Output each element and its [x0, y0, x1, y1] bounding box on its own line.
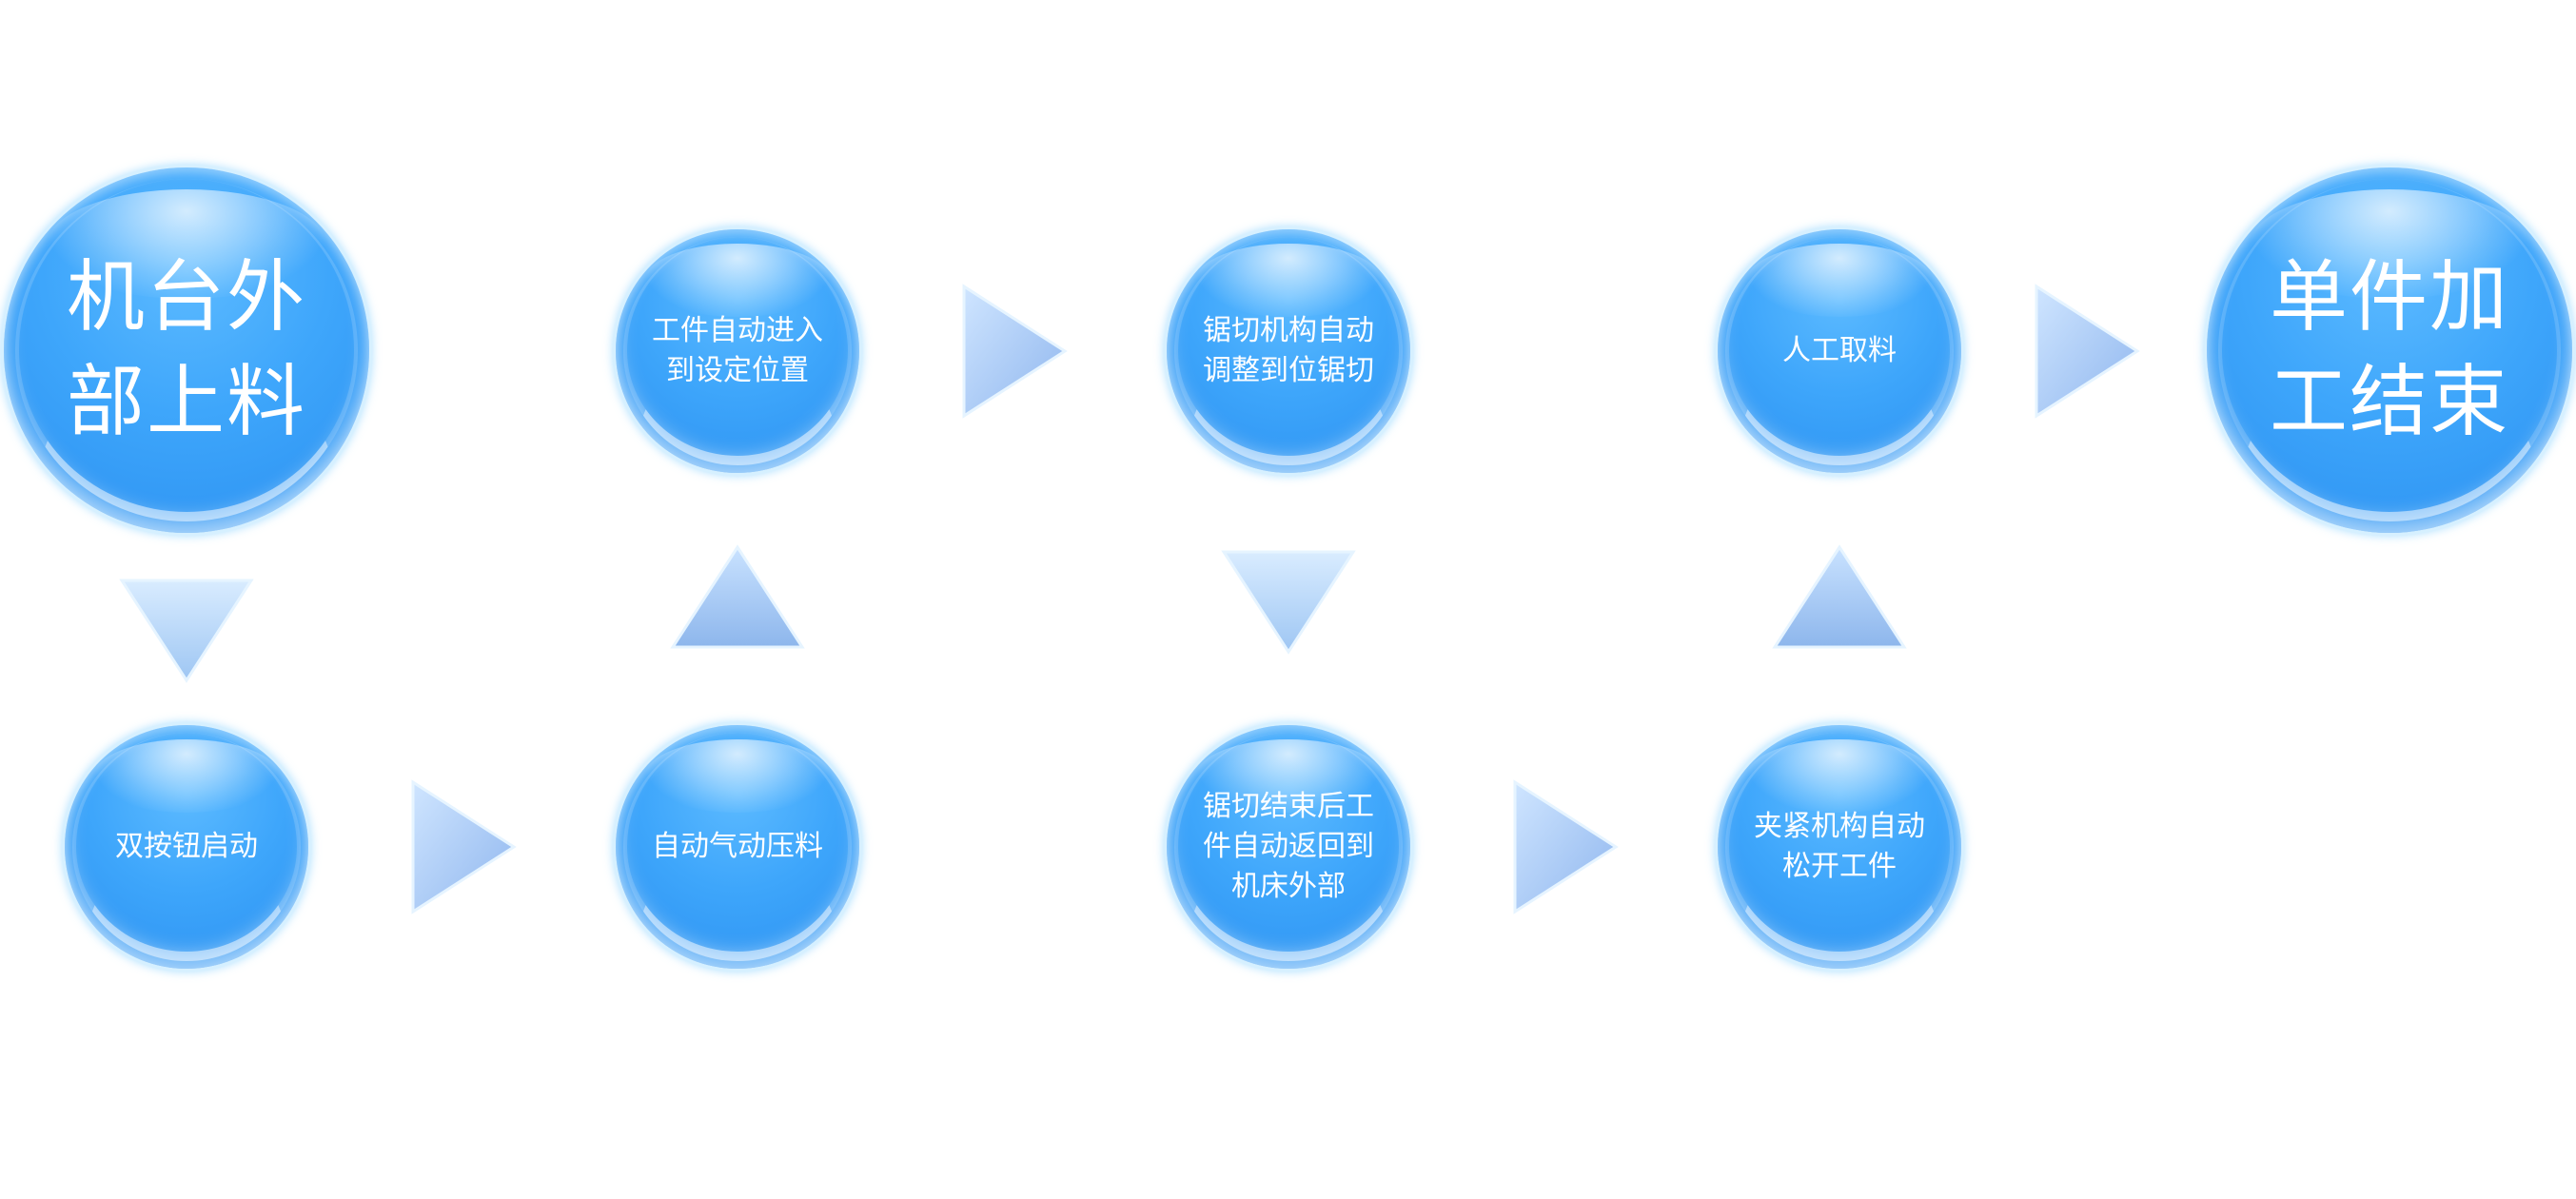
node-label: 自动气动压料: [652, 830, 823, 863]
node-workpiece-to-position: 工件自动进入 到设定位置: [616, 229, 859, 473]
node-label: 夹紧机构自动 松开工件: [1754, 810, 1925, 883]
arrow-right-icon: [2035, 284, 2140, 419]
arrow-down-icon: [1221, 550, 1356, 655]
node-label: 锯切结束后工 件自动返回到 机床外部: [1203, 790, 1374, 903]
node-label: 工件自动进入 到设定位置: [652, 314, 823, 387]
arrow-down-icon: [119, 579, 254, 683]
node-saw-adjust-cut: 锯切机构自动 调整到位锯切: [1167, 229, 1410, 473]
node-workpiece-return: 锯切结束后工 件自动返回到 机床外部: [1167, 725, 1410, 969]
arrow-up-icon: [1772, 544, 1907, 649]
arrow-right-icon: [1513, 779, 1619, 914]
node-label: 锯切机构自动 调整到位锯切: [1203, 314, 1374, 387]
node-label: 单件加 工结束: [2269, 252, 2509, 447]
node-single-piece-end: 单件加 工结束: [2207, 167, 2572, 533]
arrow-up-icon: [670, 544, 805, 649]
node-manual-unload: 人工取料: [1718, 229, 1961, 473]
node-external-loading: 机台外 部上料: [4, 167, 369, 533]
node-label: 人工取料: [1782, 334, 1897, 367]
node-label: 机台外 部上料: [66, 252, 306, 447]
arrow-right-icon: [962, 284, 1068, 419]
node-auto-pneumatic-press: 自动气动压料: [616, 725, 859, 969]
node-dual-button-start: 双按钮启动: [65, 725, 308, 969]
node-clamp-release: 夹紧机构自动 松开工件: [1718, 725, 1961, 969]
arrow-right-icon: [411, 779, 517, 914]
node-label: 双按钮启动: [115, 830, 258, 863]
